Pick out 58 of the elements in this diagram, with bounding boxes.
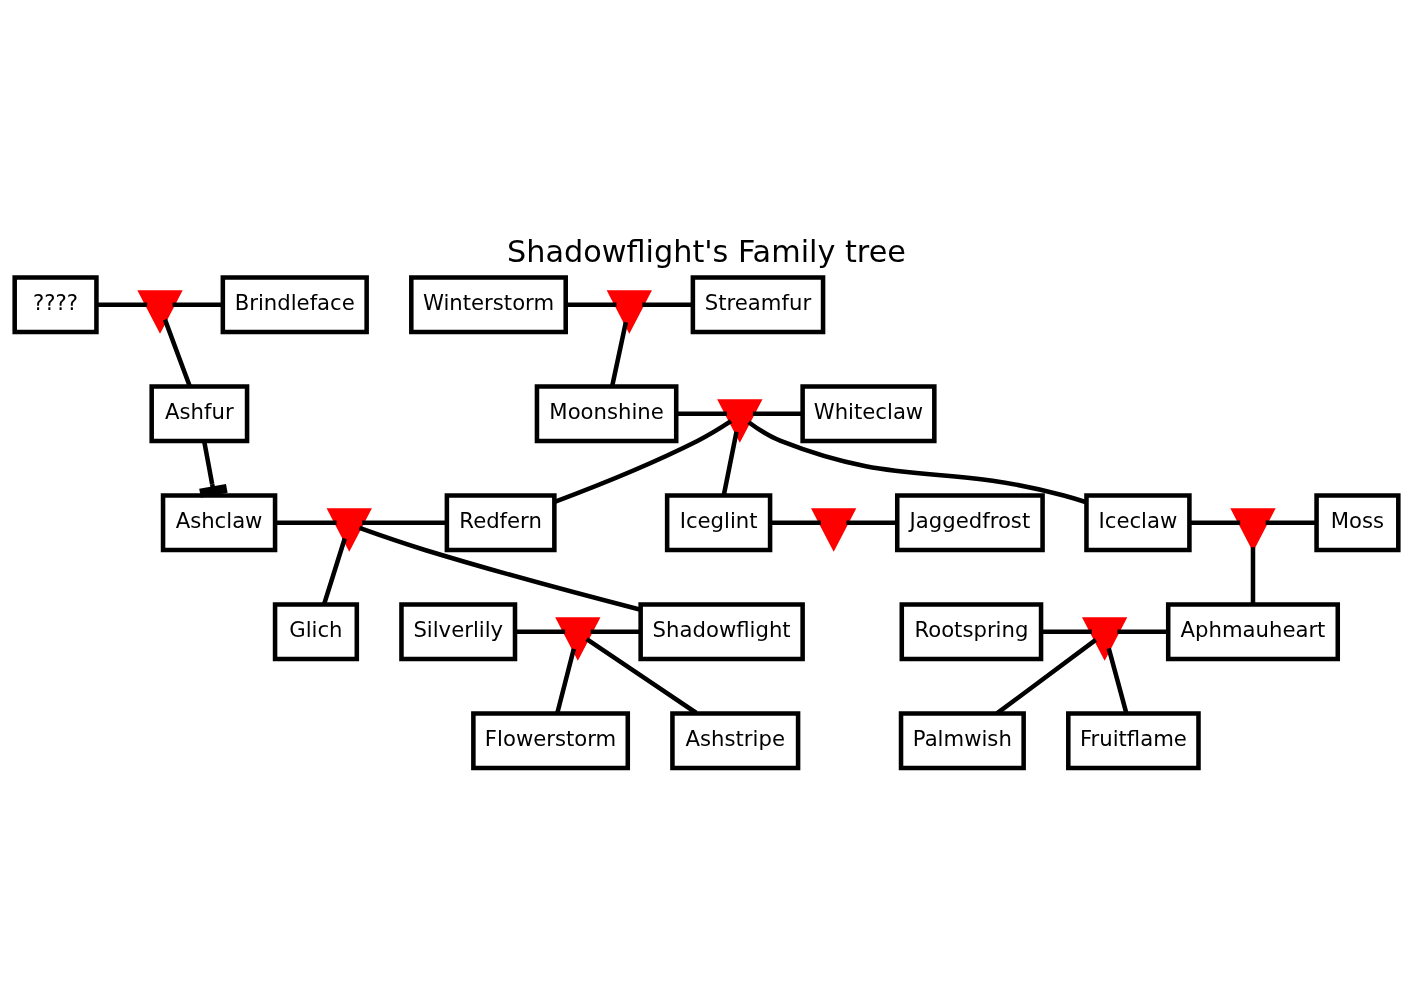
connector <box>172 302 223 307</box>
node-box: Iceclaw <box>1084 493 1192 553</box>
node-box: Iceglint <box>664 493 773 553</box>
connector <box>642 302 693 307</box>
connector <box>1250 547 1256 605</box>
node-heart <box>555 617 601 661</box>
node-box: Moonshine <box>534 384 679 444</box>
node-box: Winterstorm <box>409 275 568 335</box>
node-box: Shadowflight <box>638 602 805 662</box>
connector <box>585 637 698 715</box>
connector <box>846 520 898 525</box>
connector <box>1041 629 1092 634</box>
connector <box>1265 520 1317 525</box>
connector <box>515 629 566 634</box>
connector <box>362 520 447 525</box>
node-box: Streamfur <box>690 275 826 335</box>
node-box: Fruitflame <box>1066 711 1201 771</box>
connector <box>553 419 733 504</box>
node-box: Ashfur <box>149 384 250 444</box>
node-box: Moss <box>1314 493 1401 553</box>
node-heart <box>811 508 857 552</box>
node-box: Glich <box>272 602 360 662</box>
connector <box>770 520 821 525</box>
connector <box>676 411 727 416</box>
connector <box>747 420 1088 505</box>
node-box: Flowerstorm <box>471 711 631 771</box>
node-box: Aphmauheart <box>1165 602 1341 662</box>
node-heart <box>1081 617 1128 661</box>
diagram-title: Shadowflight's Family tree <box>507 234 906 270</box>
connector <box>1189 520 1241 525</box>
node-heart <box>137 290 183 334</box>
connector <box>358 525 642 612</box>
connector <box>321 537 347 606</box>
connector <box>590 629 641 634</box>
node-box: Rootspring <box>899 602 1044 662</box>
node-box: ???? <box>12 275 99 335</box>
node-box: Redfern <box>444 493 557 553</box>
node-heart <box>717 399 763 443</box>
node-box: Silverlily <box>399 602 518 662</box>
connector <box>199 441 228 498</box>
node-heart <box>606 290 652 334</box>
connector <box>162 318 192 388</box>
connector <box>1117 629 1168 634</box>
node-box: Ashstripe <box>670 711 801 771</box>
connector <box>566 302 617 307</box>
node-box: Jaggedfrost <box>894 493 1045 553</box>
connector <box>752 411 803 416</box>
connector <box>555 648 576 714</box>
connector <box>1106 647 1129 714</box>
connector <box>96 302 148 307</box>
node-heart <box>326 508 372 552</box>
connector <box>721 431 739 496</box>
node-box: Palmwish <box>898 711 1026 771</box>
connector <box>275 520 337 525</box>
connector <box>609 321 629 387</box>
node-box: Ashclaw <box>160 493 278 553</box>
node-box: Brindleface <box>220 275 369 335</box>
node-box: Whiteclaw <box>800 384 937 444</box>
